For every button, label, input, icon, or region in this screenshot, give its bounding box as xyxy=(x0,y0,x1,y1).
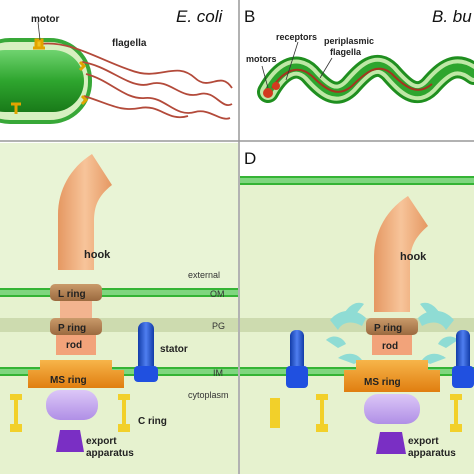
motor-dot-1 xyxy=(263,88,273,98)
panel-a-title: E. coli xyxy=(176,7,224,26)
periplasmic-flagella-path xyxy=(271,67,433,93)
motor-dot-2 xyxy=(272,82,280,90)
panel-d: D hook P ring rod MS ring export apparat… xyxy=(240,143,474,474)
export-apparatus-chamber xyxy=(46,390,98,420)
c-ring-d xyxy=(270,394,462,432)
export-apparatus-chamber-d xyxy=(364,394,420,424)
ms-ring-d xyxy=(344,360,440,392)
hook-label-c: hook xyxy=(84,249,111,261)
external-label: external xyxy=(188,270,220,280)
stator-d-right xyxy=(456,330,470,376)
apparatus-label-c: apparatus xyxy=(86,448,134,459)
hook xyxy=(58,154,112,270)
ms-ring-label-d: MS ring xyxy=(364,377,401,388)
l-ring xyxy=(50,284,102,301)
c-ring-label: C ring xyxy=(138,416,167,427)
p-ring-label-d: P ring xyxy=(374,323,402,334)
export-apparatus-base xyxy=(56,430,84,452)
om-label: OM xyxy=(210,289,225,299)
periplasmic-label: periplasmic xyxy=(324,36,374,46)
ms-ring-label-c: MS ring xyxy=(50,375,87,386)
rod-d xyxy=(372,335,412,355)
flagella-label: flagella xyxy=(112,38,147,49)
pg-label: PG xyxy=(212,321,225,331)
peptidoglycan-layer xyxy=(0,318,238,332)
p-ring xyxy=(50,318,102,335)
panel-b-title: B. bu xyxy=(432,7,472,26)
panel-a: motor flagella E. coli xyxy=(0,0,238,140)
panel-b-letter: B xyxy=(244,7,255,26)
flagella-label-b: flagella xyxy=(330,47,362,57)
p-ring-label-c: P ring xyxy=(58,323,86,334)
apparatus-label-d: apparatus xyxy=(408,448,456,459)
external-region xyxy=(0,143,238,293)
rod-label-c: rod xyxy=(66,340,82,351)
panel-d-letter: D xyxy=(244,149,256,168)
p-ring-d xyxy=(366,318,418,335)
stator-label: stator xyxy=(160,344,188,355)
rod-label-d: rod xyxy=(382,341,398,352)
im-label: IM xyxy=(213,368,223,378)
ms-ring xyxy=(28,360,124,388)
ecoli-flagella xyxy=(39,42,233,120)
hook-d xyxy=(374,196,428,312)
export-apparatus-base-d xyxy=(376,432,406,454)
l-ring-label: L ring xyxy=(58,289,86,300)
panel-c: hook external OM L ring P ring PG rod st… xyxy=(0,143,238,474)
c-ring xyxy=(10,394,130,432)
motors-label: motors xyxy=(246,54,277,64)
ecoli-cytoplasm xyxy=(0,50,84,112)
stator-d-left xyxy=(290,330,304,376)
panel-b: B B. bu receptors periplasmic flagella m… xyxy=(240,0,474,140)
export-label-d: export xyxy=(408,436,439,447)
cytoplasm-label: cytoplasm xyxy=(188,390,229,400)
hook-label-d: hook xyxy=(400,251,427,263)
rod xyxy=(56,335,96,355)
export-label-c: export xyxy=(86,436,117,447)
receptors-label: receptors xyxy=(276,32,317,42)
stator xyxy=(138,322,154,376)
motor-label: motor xyxy=(31,14,59,25)
